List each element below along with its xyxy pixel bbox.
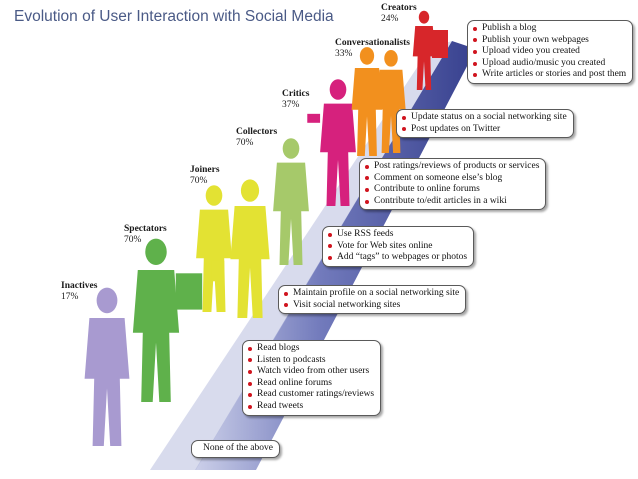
level-label-creators: Creators 24% <box>381 3 417 25</box>
activity-item: Use RSS feeds <box>328 229 467 241</box>
level-name: Joiners <box>190 165 220 175</box>
level-label-conversationalists: Conversationalists 33% <box>335 38 410 60</box>
activity-box-conversationalists: Update status on a social networking sit… <box>396 109 574 139</box>
activity-item: Upload audio/music you created <box>473 58 626 70</box>
bullet-icon <box>473 73 477 78</box>
bullet-icon <box>473 38 477 43</box>
level-name: Inactives <box>61 281 98 291</box>
level-label-spectators: Spectators 70% <box>124 224 167 246</box>
activity-item: Update status on a social networking sit… <box>402 112 567 124</box>
activity-item: Watch video from other users <box>248 366 374 378</box>
activity-item: Listen to podcasts <box>248 355 374 367</box>
level-label-critics: Critics 37% <box>282 89 309 111</box>
level-label-joiners: Joiners 70% <box>190 165 220 187</box>
activity-box-spectators: Read blogs Listen to podcasts Watch vide… <box>242 340 382 416</box>
level-percent: 24% <box>381 14 399 24</box>
activity-item: Visit social networking sites <box>284 300 459 312</box>
activity-item: Publish your own webpages <box>473 35 626 47</box>
bullet-icon <box>248 358 252 363</box>
level-name: Spectators <box>124 224 167 234</box>
inactive-figure <box>84 287 130 446</box>
bullet-icon <box>365 176 369 181</box>
level-name: Collectors <box>236 127 278 137</box>
bullet-icon <box>365 187 369 192</box>
critic-figure <box>307 79 356 206</box>
bullet-icon <box>248 381 252 386</box>
easel-icon <box>432 30 448 58</box>
bullet-icon <box>284 303 288 308</box>
level-percent: 37% <box>282 100 300 110</box>
activity-box-creators: Publish a blog Publish your own webpages… <box>467 20 634 84</box>
collector-figure <box>273 138 309 265</box>
activity-item: Write articles or stories and post them <box>473 69 626 81</box>
level-name: Critics <box>282 89 310 99</box>
activity-item: Read blogs <box>248 343 374 355</box>
bullet-icon <box>284 291 288 296</box>
level-percent: 17% <box>61 292 79 302</box>
level-name: Creators <box>381 3 417 13</box>
activity-item: Vote for Web sites online <box>328 241 467 253</box>
activity-item: None of the above <box>203 443 273 453</box>
joiner-figure-right <box>230 179 270 318</box>
level-percent: 70% <box>190 176 208 186</box>
activity-item: Upload video you created <box>473 46 626 58</box>
activity-box-critics: Post ratings/reviews of products or serv… <box>359 158 547 211</box>
level-percent: 33% <box>335 49 353 59</box>
activity-item: Read tweets <box>248 401 374 413</box>
bullet-icon <box>365 164 369 169</box>
level-percent: 70% <box>124 235 142 245</box>
bullet-icon <box>473 61 477 66</box>
activity-item: Read customer ratings/reviews <box>248 389 374 401</box>
activity-item: Comment on someone else’s blog <box>365 173 539 185</box>
level-percent: 70% <box>236 138 254 148</box>
bullet-icon <box>248 346 252 351</box>
bullet-icon <box>328 255 332 260</box>
level-label-inactives: Inactives 17% <box>61 281 97 303</box>
bullet-icon <box>328 244 332 249</box>
bullet-icon <box>473 26 477 31</box>
bullet-icon <box>365 199 369 204</box>
bullet-icon <box>248 369 252 374</box>
activity-box-collectors: Use RSS feeds Vote for Web sites online … <box>322 226 475 267</box>
spectator-figure <box>132 238 203 402</box>
creator-figure <box>412 10 436 90</box>
bullet-icon <box>402 115 406 120</box>
activity-item: Read online forums <box>248 378 374 390</box>
activity-item: Contribute to/edit articles in a wiki <box>365 196 539 208</box>
bullet-icon <box>402 127 406 132</box>
activity-item: Maintain profile on a social networking … <box>284 288 459 300</box>
bullet-icon <box>473 49 477 54</box>
bullet-icon <box>248 393 252 398</box>
activity-item: Add “tags” to webpages or photos <box>328 252 467 264</box>
activity-box-joiners: Maintain profile on a social networking … <box>278 285 467 315</box>
page-title: Evolution of User Interaction with Socia… <box>14 8 334 25</box>
activity-item: Post updates on Twitter <box>402 124 567 136</box>
level-label-collectors: Collectors 70% <box>236 127 277 149</box>
conversationalist-figure-left <box>351 47 383 156</box>
activity-box-inactives: None of the above <box>191 440 280 458</box>
activity-item: Post ratings/reviews of products or serv… <box>365 161 539 173</box>
bullet-icon <box>248 404 252 409</box>
bullet-icon <box>328 232 332 237</box>
level-name: Conversationalists <box>335 38 410 48</box>
activity-item: Publish a blog <box>473 23 626 35</box>
joiner-figure-left <box>196 185 232 312</box>
activity-item: Contribute to online forums <box>365 184 539 196</box>
